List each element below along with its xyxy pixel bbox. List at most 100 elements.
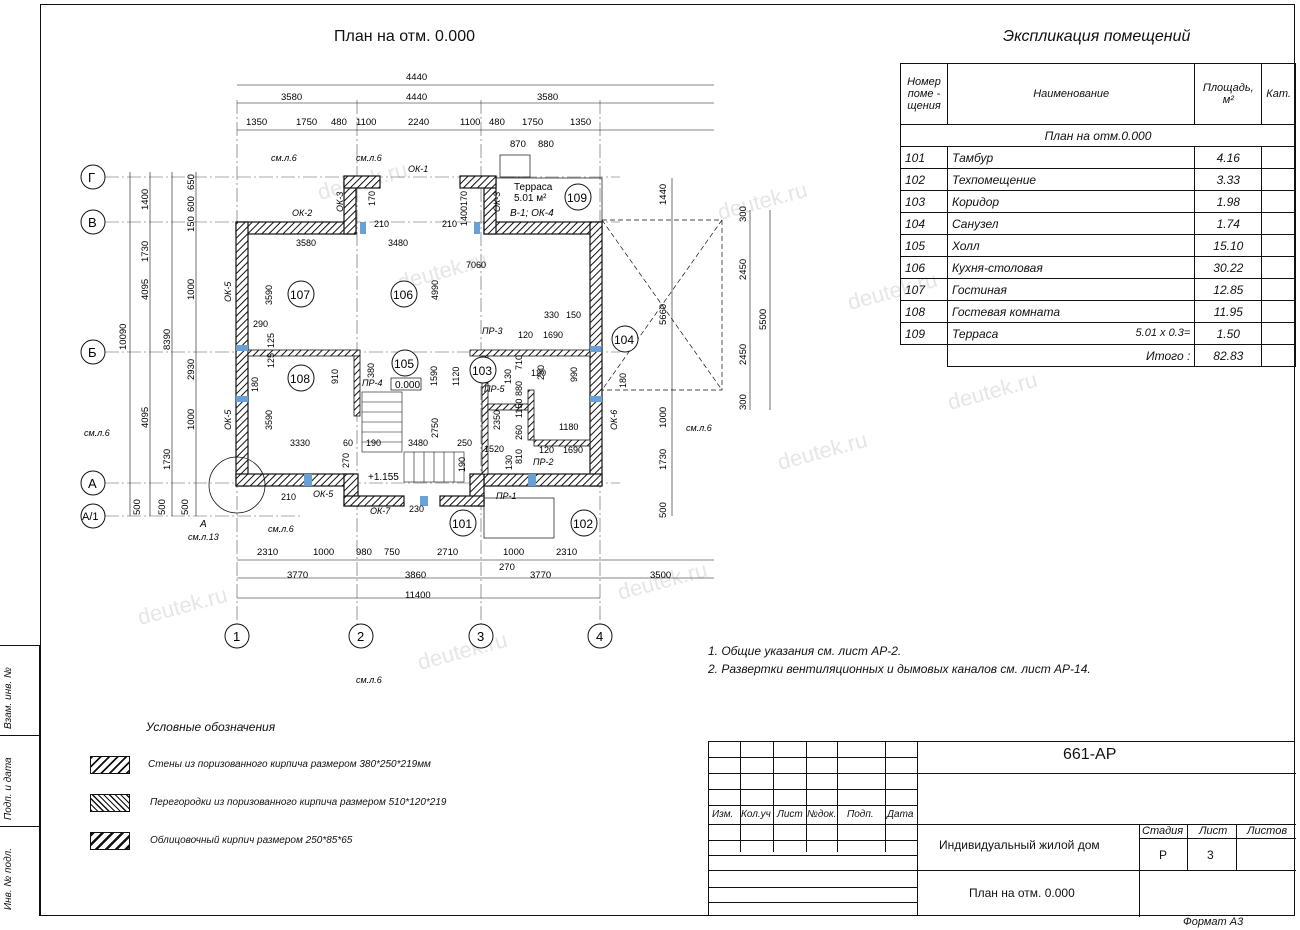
room-name: Коридор	[946, 190, 1196, 213]
hatch-swatch-facing	[90, 832, 130, 850]
legend-label: Облицовочный кирпич размером 250*85*65	[150, 835, 353, 846]
plan-title: План на отм. 0.000	[334, 28, 475, 45]
room-cat	[1261, 212, 1296, 235]
dim-text: 710	[514, 355, 524, 370]
terrace-label: Терраса	[514, 182, 553, 193]
dim-text: 3500	[650, 570, 671, 581]
stamp-col-sign: Подп.	[847, 809, 874, 820]
room-area: 11.95	[1194, 300, 1263, 323]
dim-text: 210	[374, 219, 389, 229]
dims-right: 1440 300 2450 5500 2450 300 1000 1730 50…	[658, 184, 769, 518]
dim-text: 1590	[429, 366, 439, 386]
dims-bottom: 2310 1000 980 750 2710 1000 2310 270 377…	[257, 547, 671, 601]
dim-text: 250	[457, 438, 472, 448]
window-markers	[236, 222, 602, 506]
detail-callout	[208, 456, 266, 514]
dim-text: 250	[536, 365, 546, 380]
level-mark: 0.000	[395, 380, 420, 391]
dim-text: 270	[499, 562, 515, 573]
room-cat	[1261, 234, 1296, 257]
dim-text: 1690	[543, 330, 563, 340]
room-cat	[1261, 146, 1296, 169]
dim-text: 125	[266, 353, 276, 368]
explication-section: План на отм.0.000	[900, 124, 1296, 147]
side-cell-sign: Подп. и дата	[0, 735, 40, 826]
dim-text: 3480	[388, 238, 408, 248]
stamp-col-date: Дата	[887, 809, 914, 820]
dim-text: 125	[266, 333, 276, 348]
dim-text: 1000	[313, 547, 334, 558]
drawing-frame	[40, 4, 1295, 916]
opening-tag: ОК-5	[223, 281, 233, 302]
room-label-109: 109	[567, 191, 587, 205]
room-name: Техпомещение	[946, 168, 1196, 191]
dim-text: 1690	[563, 445, 583, 455]
axis-label-b: Б	[88, 345, 97, 360]
dim-text: 480	[331, 117, 347, 128]
terrace	[483, 154, 723, 539]
watermark: deutek.ru	[775, 427, 870, 475]
dim-text: 1440	[658, 184, 669, 205]
room-cat	[1261, 278, 1296, 301]
dim-text: 1150	[514, 399, 524, 418]
dim-text: 170	[459, 191, 469, 206]
room-number: 108	[900, 300, 948, 323]
room-name: Тамбур	[946, 146, 1196, 169]
dim-text: 1180	[559, 422, 578, 432]
dim-text: 3580	[537, 92, 558, 103]
opening-tag: ОК-1	[408, 164, 428, 174]
dim-text: 4990	[430, 280, 440, 300]
section-ref-2-bottom: см.л.6	[356, 675, 382, 685]
dim-text: 1000	[658, 407, 669, 428]
room-label-106: 106	[393, 288, 413, 302]
room-bubbles: 101 102 103 104 105 106 107 108 109	[287, 183, 639, 537]
room-label-104: 104	[614, 333, 634, 347]
dim-text: 1730	[140, 241, 151, 262]
section-ref-3-right: см.л.6	[686, 423, 712, 433]
room-label-101: 101	[452, 517, 472, 531]
dim-text: 230	[409, 504, 424, 514]
dims-left: 1400 1730 4095 8390 10090 4095 1730 500 …	[118, 174, 197, 515]
dim-text: 1120	[451, 367, 461, 386]
legend-label: Перегородки из поризованного кирпича раз…	[150, 797, 447, 808]
dim-text: 3860	[405, 570, 426, 581]
opening-tag: ПР-2	[533, 457, 554, 467]
room-label-103: 103	[472, 364, 492, 378]
dim-text: 880	[538, 139, 554, 150]
dim-text: 1350	[246, 117, 267, 128]
stamp-col-sheet: Лист	[777, 809, 803, 820]
axis-label-4: 4	[596, 629, 603, 644]
dim-text: 1100	[460, 117, 480, 128]
dim-text: 3770	[287, 570, 308, 581]
dim-text: 1750	[522, 117, 543, 128]
room-name: Холл	[946, 234, 1196, 257]
watermark: deutek.ru	[415, 627, 510, 675]
dim-text: 10090	[118, 324, 129, 350]
dim-text: 3580	[281, 92, 302, 103]
dim-text: 750	[384, 547, 400, 558]
dim-text: 150	[186, 216, 197, 232]
room-name: Санузел	[946, 212, 1196, 235]
stamp-col-doc: №док.	[807, 809, 837, 820]
room-area: 1.74	[1194, 212, 1263, 235]
exterior-walls	[235, 175, 603, 507]
room-cat	[1261, 256, 1296, 279]
legend-label: Стены из поризованного кирпича размером …	[148, 759, 431, 770]
room-number: 109	[900, 322, 948, 345]
dim-text: 210	[442, 219, 457, 229]
table-total-row: Итого :82.83	[900, 344, 1296, 367]
note-1: 1. Общие указания см. лист АР-2.	[708, 644, 902, 658]
sheets-label: Листов	[1247, 825, 1288, 837]
opening-tag: ПР-1	[496, 491, 517, 501]
dim-text: 3590	[264, 410, 274, 430]
dim-text: 60	[343, 438, 353, 448]
project-code: 661-АР	[1063, 746, 1117, 763]
opening-tag: ОК-5	[223, 409, 233, 430]
dim-text: 300	[738, 206, 749, 222]
dim-text: 300	[738, 394, 749, 410]
stamp-col-qty: Кол.уч	[741, 809, 771, 820]
stairs	[361, 391, 465, 483]
